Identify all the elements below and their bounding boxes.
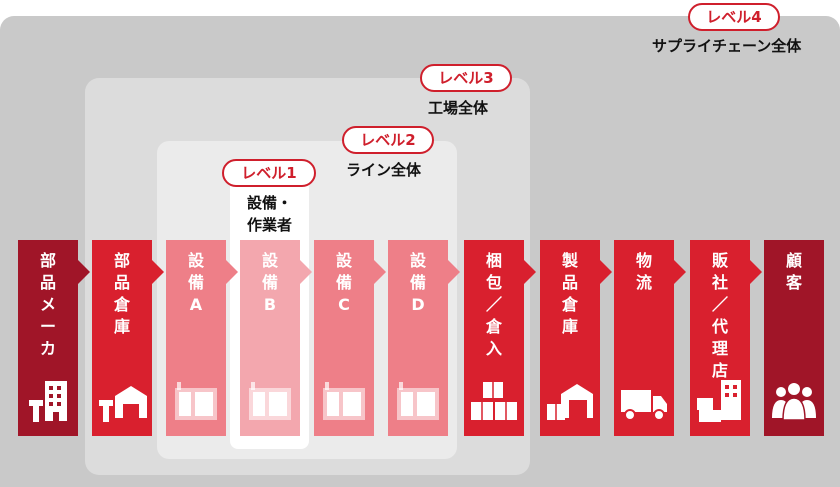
- level1-scope-label-line2: 作業者: [246, 216, 292, 234]
- machine-icon: [249, 382, 291, 420]
- level1-scope-label-line1: 設備・: [246, 194, 292, 212]
- machine-icon: [397, 382, 439, 420]
- truck-icon: [621, 390, 667, 421]
- warehouse-with-bolt-icon: [99, 386, 147, 422]
- step-arrow: [226, 260, 238, 284]
- level3-badge: レベル3: [420, 64, 512, 92]
- step-label: 部品メーカ: [39, 251, 56, 358]
- level4-badge: レベル4: [688, 3, 780, 31]
- step-label: 顧客: [785, 251, 802, 292]
- level1-badge: レベル1: [222, 159, 316, 187]
- level3-scope-label: 工場全体: [428, 99, 489, 117]
- boxes-icon: [471, 382, 517, 420]
- machine-icon: [323, 382, 365, 420]
- machine-icon: [175, 382, 217, 420]
- step-arrow: [448, 260, 460, 284]
- warehouse-boxes-icon: [547, 384, 593, 420]
- step-label: 販社／代理店: [711, 251, 728, 380]
- step-arrow: [600, 260, 612, 284]
- step-arrow: [152, 260, 164, 284]
- step-arrow: [750, 260, 762, 284]
- step-arrow: [674, 260, 686, 284]
- step-arrow: [78, 260, 90, 284]
- store-boxes-icon: [697, 380, 741, 422]
- level2-badge: レベル2: [342, 126, 434, 154]
- level1-scope-label: 設備・ 作業者: [232, 192, 307, 236]
- step-arrow: [524, 260, 536, 284]
- level4-scope-label: サプライチェーン全体: [652, 37, 802, 55]
- people-icon: [772, 383, 816, 421]
- step-arrow: [300, 260, 312, 284]
- step-label: 梱包／倉入: [485, 251, 502, 358]
- level2-scope-label: ライン全体: [346, 161, 422, 179]
- step-label: 物流: [635, 251, 652, 292]
- factory-with-bolt-icon: [29, 381, 67, 422]
- step-label: 製品倉庫: [561, 251, 578, 336]
- step-arrow: [374, 260, 386, 284]
- step-label: 部品倉庫: [113, 251, 130, 336]
